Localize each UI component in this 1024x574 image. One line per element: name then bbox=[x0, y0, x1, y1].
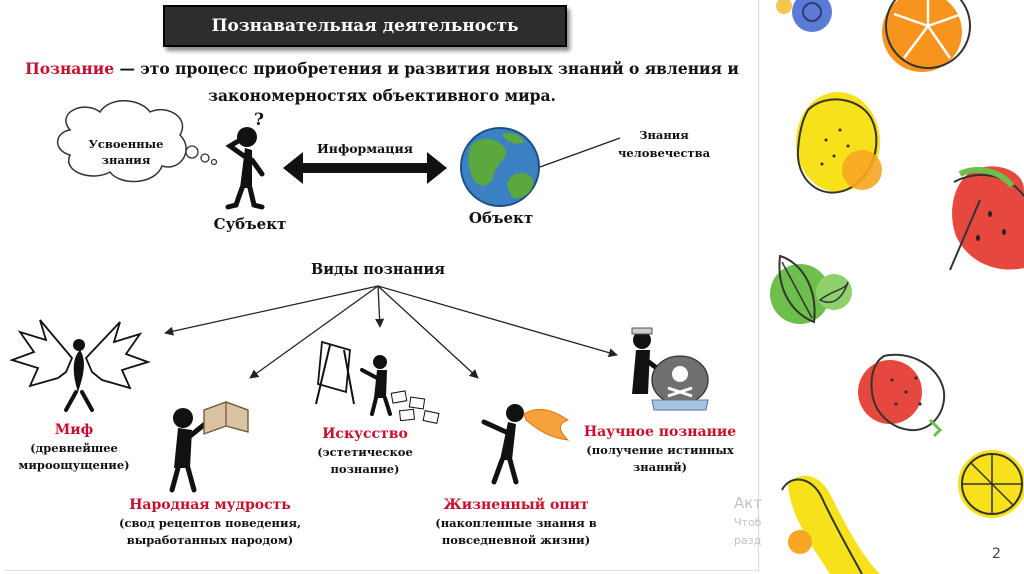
banana-icon bbox=[781, 475, 880, 574]
definition-body: — это процесс приобретения и развития но… bbox=[114, 59, 739, 105]
scientist-skull-icon bbox=[631, 327, 709, 411]
information-double-arrow bbox=[283, 152, 447, 184]
question-mark: ? bbox=[254, 110, 264, 130]
artist-easel-icon bbox=[315, 340, 440, 424]
leaf-icon bbox=[770, 254, 852, 324]
art-desc: (эстетическое познание) bbox=[317, 445, 413, 476]
life-experience-label: Жизненный опит bbox=[443, 497, 589, 513]
page-number: 2 bbox=[992, 546, 1001, 562]
subject-label: Субъект bbox=[213, 215, 287, 233]
myth-label: Миф bbox=[54, 422, 94, 438]
watermelon-slice-icon bbox=[949, 166, 1024, 271]
definition-term: Познание bbox=[25, 59, 115, 78]
life-experience-desc: (накопленные знания в повседневной жизни… bbox=[435, 516, 597, 547]
watermark-line3: разд bbox=[734, 534, 762, 547]
callout-line bbox=[539, 137, 621, 168]
science-label: Научное познание bbox=[583, 424, 737, 440]
kinds-arrows bbox=[164, 285, 618, 379]
dragon-myth-icon bbox=[9, 319, 151, 412]
art-label: Искусство bbox=[322, 426, 408, 442]
folk-wisdom-label: Народная мудрость bbox=[129, 497, 291, 513]
callout-label: Знания человечества bbox=[617, 128, 711, 160]
object-label: Объект bbox=[468, 209, 534, 227]
lemon-icon bbox=[796, 92, 882, 194]
myth-desc: (древнейшее мироощущение) bbox=[18, 441, 130, 472]
strawberry-icon bbox=[858, 353, 946, 438]
science-desc: (получение истинных знаний) bbox=[586, 443, 734, 474]
arrow-label: Информация bbox=[316, 141, 413, 156]
blueberry-icon bbox=[776, 0, 832, 32]
folk-wisdom-desc: (свод рецептов поведения, выработанных н… bbox=[119, 516, 301, 547]
fruit-decoration bbox=[770, 0, 1024, 574]
fire-breathing-person-icon bbox=[481, 404, 570, 485]
slide-title: Познавательная деятельность bbox=[163, 5, 567, 47]
globe-icon bbox=[460, 127, 540, 207]
thinking-person-icon bbox=[225, 127, 265, 210]
person-reading-book-icon bbox=[169, 401, 249, 493]
kinds-title: Виды познания bbox=[311, 261, 445, 278]
watermark-line2: Чтоб bbox=[734, 516, 762, 529]
lime-slice-icon bbox=[958, 450, 1024, 518]
watermark-line1: Акт bbox=[734, 494, 763, 512]
cloud-label: Усвоенные знания bbox=[88, 137, 164, 167]
orange-slice-icon bbox=[882, 0, 971, 72]
thought-cloud-icon bbox=[56, 100, 218, 183]
content-panel bbox=[4, 0, 759, 571]
definition-text: Познание — это процесс приобретения и ра… bbox=[8, 55, 756, 109]
